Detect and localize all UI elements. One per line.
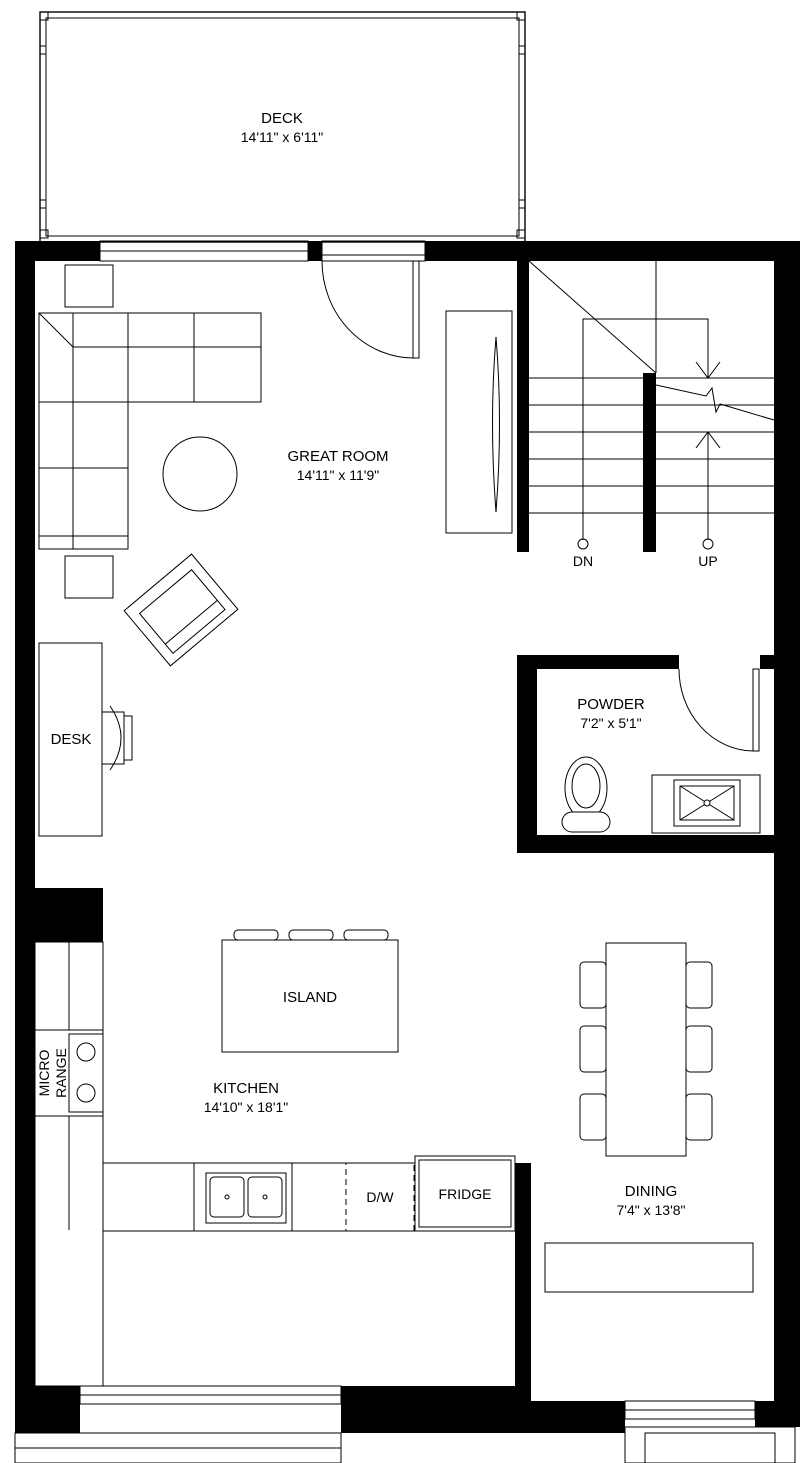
island-label: ISLAND	[283, 989, 337, 1006]
powder-label: POWDER	[577, 696, 645, 713]
kitchen-exterior-steps	[14, 1432, 342, 1463]
kitchen-sink	[193, 1162, 293, 1232]
micro-label: MICRO	[36, 1050, 52, 1097]
dining-label: DINING	[625, 1183, 678, 1200]
fridge-label: FRIDGE	[439, 1186, 492, 1202]
island	[221, 929, 399, 1053]
toilet	[561, 756, 611, 833]
range	[34, 1029, 104, 1117]
fridge	[414, 1155, 516, 1232]
dining-dims: 7'4" x 13'8"	[617, 1202, 686, 1218]
kitchen-label: KITCHEN	[213, 1080, 279, 1097]
dining-table	[579, 942, 713, 1157]
dining-buffet	[544, 1242, 754, 1293]
range-label: RANGE	[53, 1048, 69, 1098]
dishwasher	[345, 1162, 415, 1232]
desk-label: DESK	[51, 731, 92, 748]
vanity-sink	[651, 774, 761, 834]
sectional-sofa	[38, 312, 262, 550]
deck-door	[321, 260, 420, 359]
coffee-table	[162, 436, 238, 512]
powder-dims: 7'2" x 5'1"	[580, 715, 641, 731]
dining-exterior-landing	[624, 1426, 796, 1463]
desk-chair	[101, 705, 133, 771]
armchair	[123, 553, 239, 667]
powder-door	[678, 668, 760, 752]
side-table-bottom	[64, 555, 114, 599]
dishwasher-label: D/W	[366, 1189, 394, 1205]
great-room-dims: 14'11" x 11'9"	[297, 467, 380, 483]
windows	[79, 240, 756, 1420]
stairs-down-label: DN	[573, 553, 593, 569]
stairs-up-label: UP	[698, 553, 717, 569]
deck-label: DECK	[261, 110, 303, 127]
media-console	[445, 310, 513, 534]
staircase	[528, 260, 775, 550]
desk	[38, 642, 103, 837]
great-room-label: GREAT ROOM	[287, 448, 388, 465]
walls	[15, 241, 800, 1433]
deck-dims: 14'11" x 6'11"	[241, 129, 324, 145]
kitchen-dims: 14'10" x 18'1"	[204, 1099, 289, 1115]
side-table-top	[64, 264, 114, 308]
deck	[39, 11, 526, 243]
